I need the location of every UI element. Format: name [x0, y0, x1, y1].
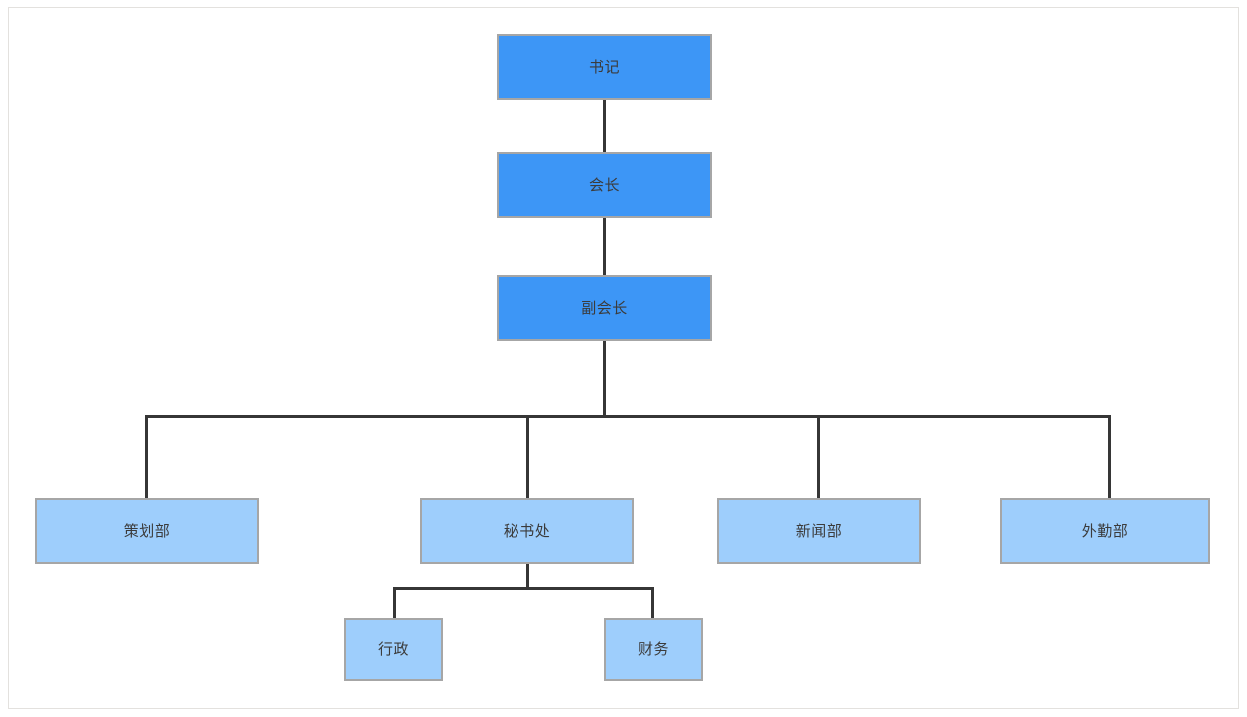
- node-xinwenbu[interactable]: 新闻部: [717, 498, 921, 564]
- node-mishuchu[interactable]: 秘书处: [420, 498, 634, 564]
- node-label-huizhang: 会长: [588, 176, 620, 194]
- node-fuhuizhang[interactable]: 副会长: [497, 275, 712, 341]
- node-huizhang[interactable]: 会长: [497, 152, 712, 218]
- node-shuji[interactable]: 书记: [497, 34, 712, 100]
- node-label-xingzheng: 行政: [377, 641, 409, 658]
- node-label-fuhuizhang: 副会长: [581, 299, 628, 317]
- node-label-waiqinbu: 外勤部: [1081, 522, 1129, 540]
- connector-drop-xingzheng: [393, 587, 396, 619]
- page-frame: [8, 7, 1239, 709]
- connector-huizhang-to-fuhuizhang: [603, 217, 606, 275]
- connector-department-bus: [145, 415, 1111, 418]
- node-label-shuji: 书记: [588, 58, 620, 76]
- node-label-caiwu: 财务: [637, 641, 669, 658]
- node-xingzheng[interactable]: 行政: [344, 618, 443, 681]
- connector-drop-xinwenbu: [817, 415, 820, 499]
- node-label-cehuabu: 策划部: [123, 522, 171, 540]
- connector-mishuchu-stem: [526, 564, 529, 590]
- node-waiqinbu[interactable]: 外勤部: [1000, 498, 1210, 564]
- connector-subunit-bus: [393, 587, 654, 590]
- connector-fuhuizhang-stem: [603, 340, 606, 418]
- node-cehuabu[interactable]: 策划部: [35, 498, 259, 564]
- connector-drop-mishuchu: [526, 415, 529, 499]
- connector-drop-caiwu: [651, 587, 654, 619]
- connector-drop-cehuabu: [145, 415, 148, 499]
- node-caiwu[interactable]: 财务: [604, 618, 703, 681]
- connector-shuji-to-huizhang: [603, 100, 606, 153]
- connector-drop-waiqinbu: [1108, 415, 1111, 499]
- node-label-xinwenbu: 新闻部: [795, 522, 843, 540]
- node-label-mishuchu: 秘书处: [503, 522, 551, 540]
